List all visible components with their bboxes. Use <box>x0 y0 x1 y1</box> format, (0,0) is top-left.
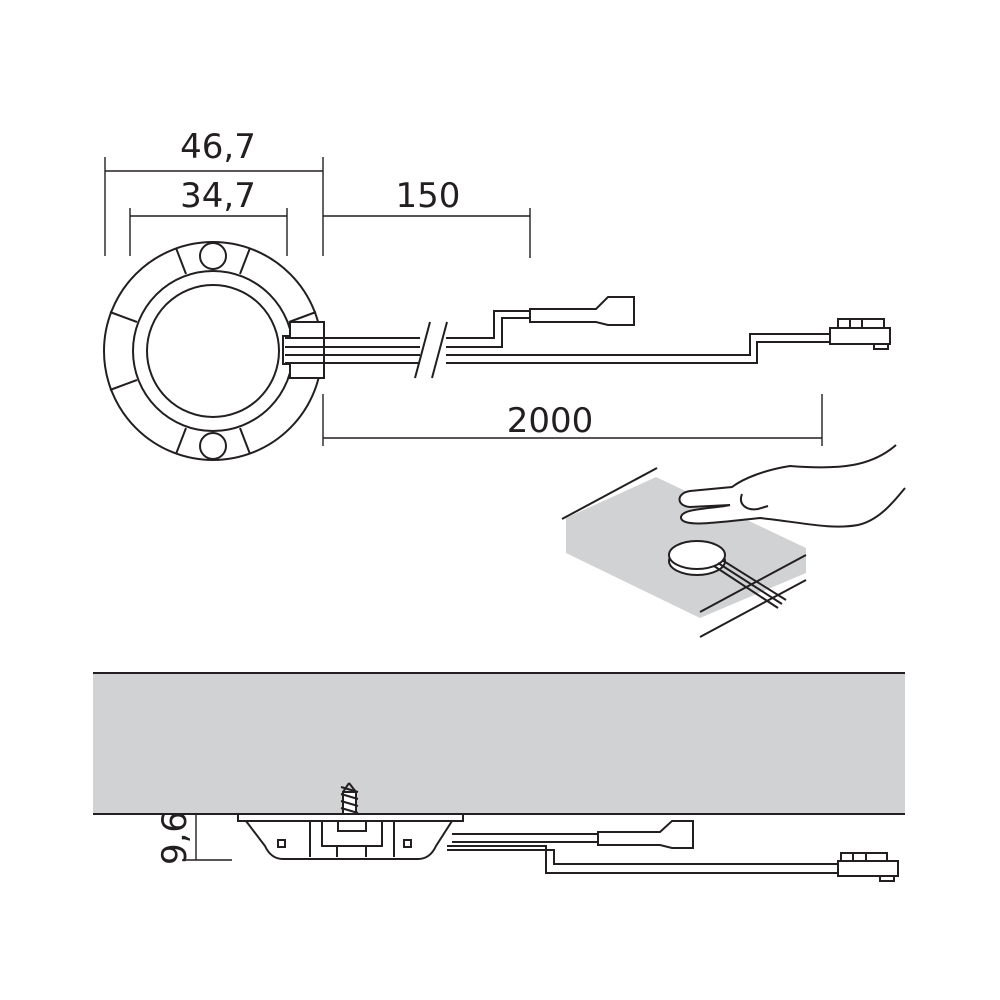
screw-hole-top <box>199 242 227 270</box>
dim-outer-diameter: 46,7 <box>180 127 256 167</box>
plug-connector-top <box>829 318 891 350</box>
dim-lead-short: 150 <box>396 176 461 216</box>
plug-connector-side <box>837 852 899 882</box>
cable-leads-top <box>285 296 891 381</box>
terminal-connector-top <box>529 296 635 326</box>
dim-height: 9,6 <box>155 811 195 865</box>
screw-hole-bottom <box>199 432 227 460</box>
dim-lead-long: 2000 <box>507 401 594 441</box>
dimension-lines <box>104 157 823 861</box>
usage-illustration <box>561 444 906 638</box>
shelf-board <box>93 673 905 814</box>
sensor-housing-side <box>237 813 464 860</box>
side-view <box>93 672 905 882</box>
dim-inner-diameter: 34,7 <box>180 176 256 216</box>
sensor-puck <box>668 540 726 570</box>
sensor-top-view <box>103 241 325 461</box>
hand-icon <box>678 444 906 528</box>
terminal-connector-side <box>597 820 694 849</box>
